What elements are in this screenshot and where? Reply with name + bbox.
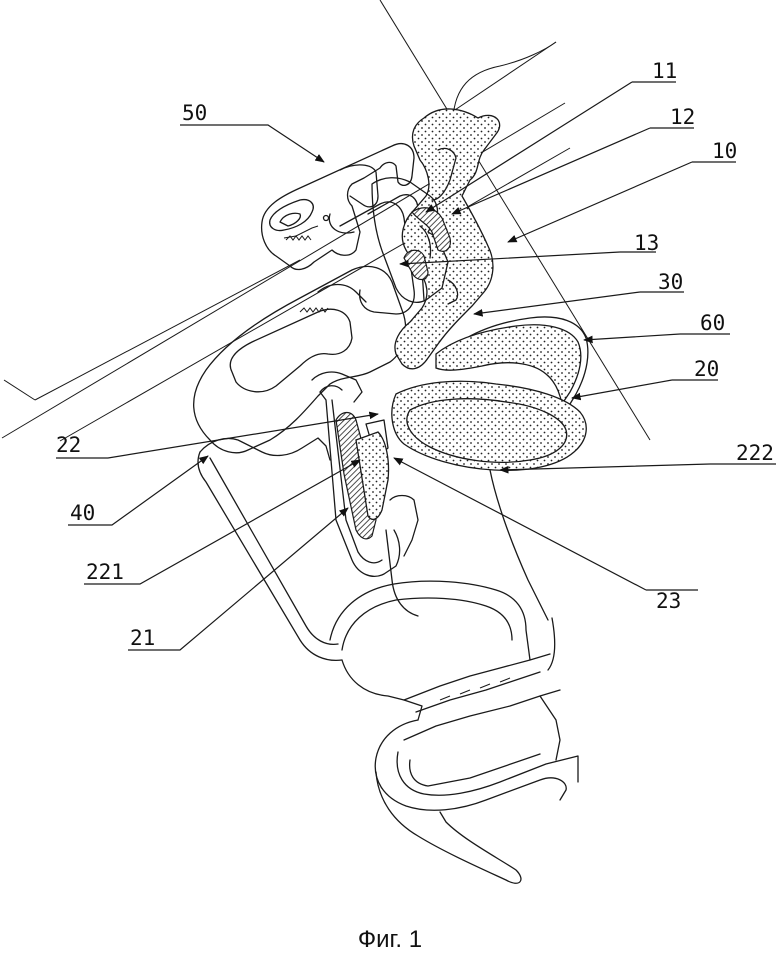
label-12: 12 [670, 105, 695, 129]
label-221: 221 [86, 560, 124, 584]
label-60: 60 [700, 311, 725, 335]
label-30: 30 [658, 270, 683, 294]
label-10: 10 [712, 139, 737, 163]
label-23: 23 [656, 589, 681, 613]
label-11: 11 [652, 59, 677, 83]
lower-frame [330, 581, 578, 883]
label-40: 40 [70, 501, 95, 525]
label-21: 21 [130, 626, 155, 650]
label-22: 22 [56, 433, 81, 457]
label-222: 222 [736, 441, 774, 465]
figure-caption: Фиг. 1 [0, 926, 780, 954]
label-13: 13 [634, 231, 659, 255]
label-20: 20 [694, 357, 719, 381]
label-50: 50 [182, 101, 207, 125]
profile-60 [392, 317, 588, 670]
